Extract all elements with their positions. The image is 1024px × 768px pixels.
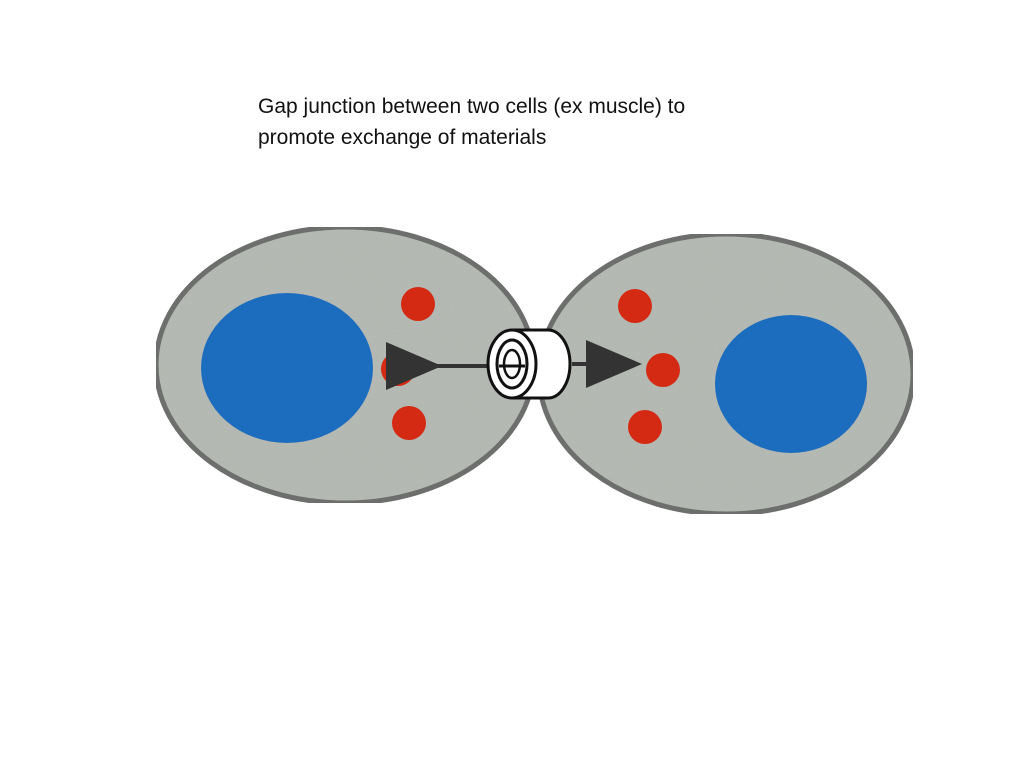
right-nucleus: [715, 315, 867, 453]
gap-junction-channel: [486, 328, 572, 400]
slide-caption: Gap junction between two cells (ex muscl…: [258, 91, 778, 153]
left-particle-middle: [381, 352, 415, 386]
left-particle-top: [401, 287, 435, 321]
caption-line-1: Gap junction between two cells (ex muscl…: [258, 95, 686, 118]
right-particle-top: [618, 289, 652, 323]
right-particle-bottom: [628, 410, 662, 444]
right-particle-middle: [646, 353, 680, 387]
caption-line-2: promote exchange of materials: [258, 126, 547, 149]
left-particle-bottom: [392, 406, 426, 440]
left-nucleus: [201, 293, 373, 443]
right-cell: [536, 231, 916, 517]
